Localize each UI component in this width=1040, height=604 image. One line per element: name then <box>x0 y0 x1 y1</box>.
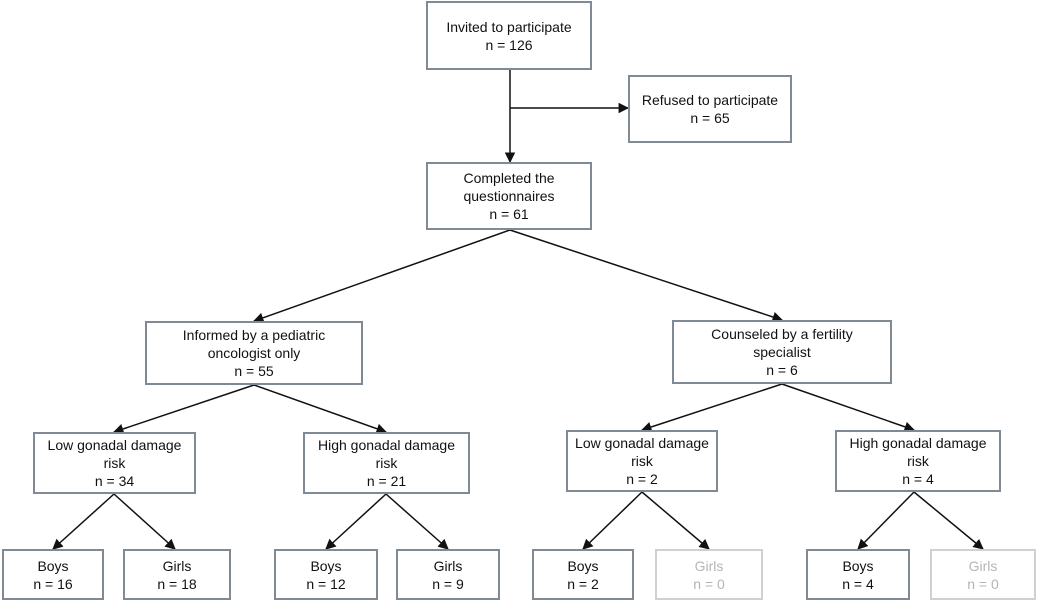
node-informed-low-girls: Girls n = 18 <box>123 549 231 600</box>
edge-couhigh-boys <box>857 491 915 550</box>
edge-couhigh-girls <box>913 491 984 550</box>
edge-coulow-girls <box>641 491 710 550</box>
node-informed-low-boys: Boys n = 16 <box>2 549 104 600</box>
edge-coulow-boys <box>582 491 643 550</box>
node-counseled-low-boys: Boys n = 2 <box>532 549 634 600</box>
edge-completed-informed <box>253 229 511 323</box>
node-counseled-high-girls: Girls n = 0 <box>930 549 1036 600</box>
node-informed-high-girls: Girls n = 9 <box>396 549 500 600</box>
node-completed: Completed the questionnaires n = 61 <box>426 162 592 230</box>
node-informed: Informed by a pediatric oncologist only … <box>145 321 363 385</box>
node-counseled-high-boys: Boys n = 4 <box>806 549 910 600</box>
node-counseled-low-risk: Low gonadal damage risk n = 2 <box>566 430 718 492</box>
node-refused: Refused to participate n = 65 <box>628 75 792 143</box>
edge-counseled-low <box>641 383 783 433</box>
edge-infhigh-boys <box>325 493 387 550</box>
node-counseled: Counseled by a fertility specialist n = … <box>672 320 892 384</box>
node-counseled-high-risk: High gonadal damage risk n = 4 <box>835 430 1001 492</box>
node-informed-high-risk: High gonadal damage risk n = 21 <box>303 432 470 494</box>
node-invited: Invited to participate n = 126 <box>426 1 592 70</box>
edge-counseled-high <box>781 383 915 432</box>
edge-informed-high <box>253 384 387 434</box>
node-informed-high-boys: Boys n = 12 <box>274 549 378 600</box>
edge-inflow-boys <box>52 493 115 550</box>
edge-infhigh-girls <box>385 493 449 550</box>
edge-inflow-girls <box>113 493 176 550</box>
edge-completed-counseled <box>509 229 783 323</box>
node-informed-low-risk: Low gonadal damage risk n = 34 <box>33 432 196 494</box>
edge-informed-low <box>113 384 255 434</box>
node-counseled-low-girls: Girls n = 0 <box>655 549 763 600</box>
